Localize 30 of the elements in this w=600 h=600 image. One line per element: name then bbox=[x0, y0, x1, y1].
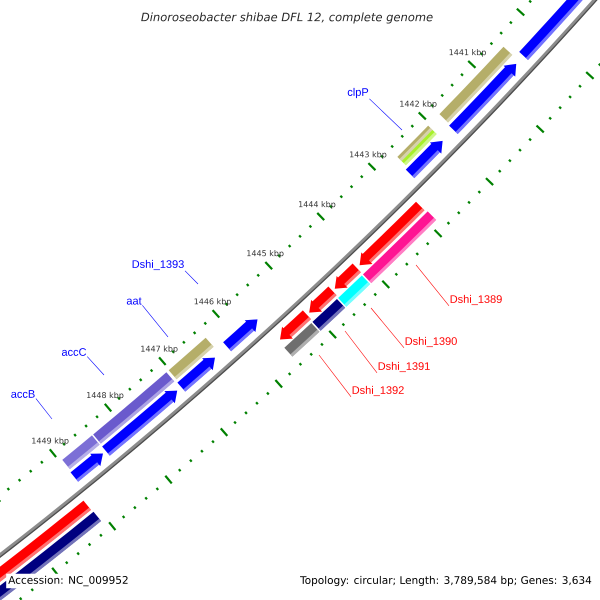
leader-line bbox=[36, 398, 52, 420]
gene-label: accC bbox=[62, 348, 86, 356]
tick-label: 1443 kbp bbox=[350, 151, 386, 159]
tick-label: 1444 kbp bbox=[299, 201, 336, 209]
footer-text: Accession: NC_009952 bbox=[6, 574, 131, 588]
gene-label: clpP bbox=[348, 88, 368, 98]
gene-label: Dshi_1391 bbox=[378, 362, 430, 372]
leader-line bbox=[416, 264, 450, 306]
tick-label: 1449 kbp bbox=[32, 437, 69, 446]
tick-label: 1446 kbp bbox=[194, 298, 231, 306]
gene-label: aat bbox=[126, 297, 142, 305]
tick-label: 1448 kbp bbox=[87, 392, 124, 400]
gene-label: Dshi_1393 bbox=[132, 260, 184, 270]
leader-line bbox=[369, 98, 402, 130]
title: Dinoroseobacter shibae DFL 12, complete genome bbox=[141, 12, 433, 24]
tick-label: 1445 kbp bbox=[247, 250, 284, 258]
footer-text: Topology: circular; Length: 3,789,584 bp; Genes: 3,634 bbox=[298, 574, 594, 588]
leader-line bbox=[86, 356, 104, 376]
leader-line bbox=[184, 270, 198, 284]
gene-label: Dshi_1392 bbox=[352, 386, 404, 396]
tick-label: 1442 kbp bbox=[400, 100, 437, 108]
tick-label: 1447 kbp bbox=[141, 346, 178, 354]
gene-label: accB bbox=[11, 390, 35, 398]
leader-line bbox=[318, 354, 352, 398]
leader-line bbox=[142, 305, 168, 338]
gene-label: Dshi_1390 bbox=[406, 336, 457, 348]
leader-line bbox=[344, 330, 378, 374]
leader-line bbox=[370, 308, 404, 348]
gene-label: Dshi_1389 bbox=[450, 294, 502, 306]
tick-label: 1441 kbp bbox=[450, 49, 486, 57]
